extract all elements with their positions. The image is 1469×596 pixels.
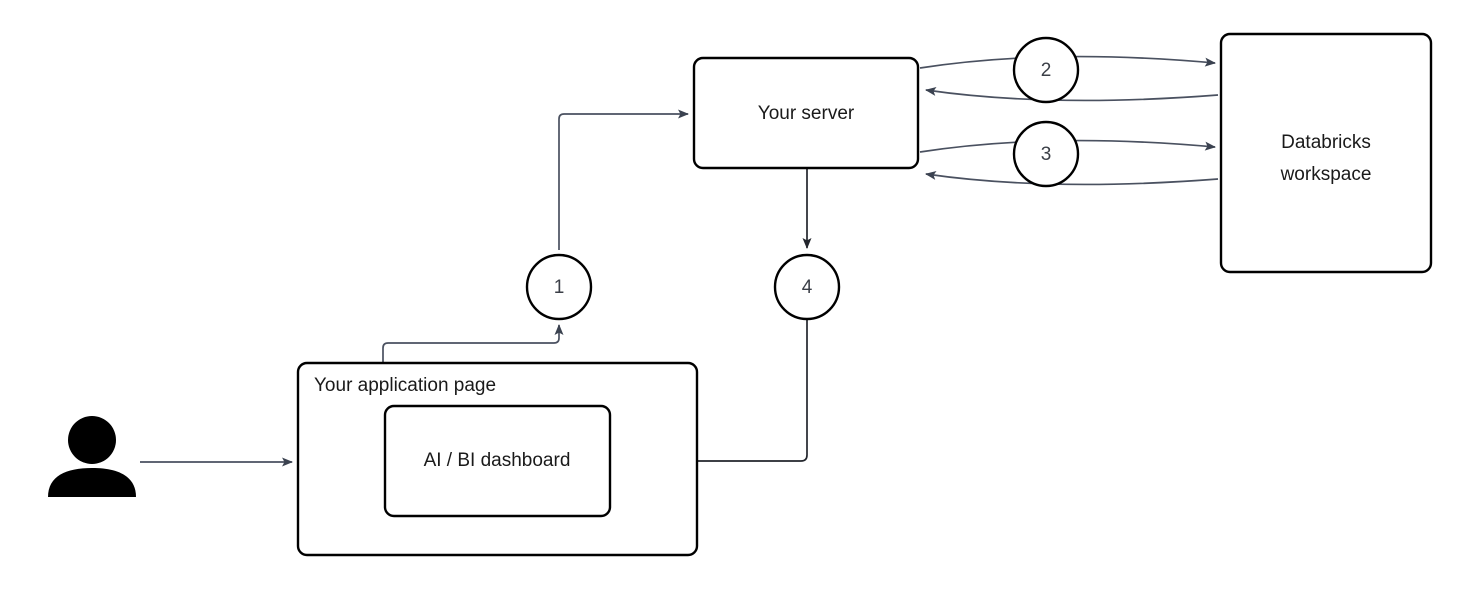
step-1-marker[interactable]: 1 bbox=[525, 253, 593, 321]
your-server-label: Your server bbox=[758, 103, 855, 124]
databricks-workspace-box[interactable] bbox=[1219, 32, 1433, 274]
step-2-marker[interactable]: 2 bbox=[1012, 36, 1080, 104]
step-1-circle[interactable] bbox=[525, 253, 593, 321]
databricks-workspace-label-line1: Databricks bbox=[1281, 132, 1371, 153]
user-actor-icon bbox=[48, 416, 136, 497]
ai-bi-dashboard-box[interactable] bbox=[383, 404, 612, 518]
ai-bi-dashboard-label: AI / BI dashboard bbox=[424, 450, 571, 471]
databricks-workspace-node[interactable]: Databricks workspace bbox=[1219, 32, 1433, 274]
step-2-circle[interactable] bbox=[1012, 36, 1080, 104]
step-4-circle[interactable] bbox=[773, 253, 841, 321]
step-1-number: 1 bbox=[554, 277, 565, 298]
connection-step-1-to-server bbox=[558, 109, 689, 250]
your-server-node[interactable]: Your server bbox=[692, 56, 920, 170]
connection-app-page-to-step-1 bbox=[382, 324, 564, 363]
step-4-number: 4 bbox=[802, 277, 813, 298]
connection-step-3-workspace-to-server bbox=[925, 170, 1219, 186]
step-3-number: 3 bbox=[1041, 144, 1052, 165]
your-server-box[interactable] bbox=[692, 56, 920, 170]
step-3-marker[interactable]: 3 bbox=[1012, 120, 1080, 188]
ai-bi-dashboard-node[interactable]: AI / BI dashboard bbox=[383, 404, 612, 518]
your-application-page-label: Your application page bbox=[314, 375, 496, 396]
step-2-number: 2 bbox=[1041, 60, 1052, 81]
step-4-marker[interactable]: 4 bbox=[773, 253, 841, 321]
connection-step-4-to-dashboard bbox=[617, 320, 808, 466]
connection-step-2-workspace-to-server bbox=[925, 86, 1219, 102]
step-3-circle[interactable] bbox=[1012, 120, 1080, 188]
databricks-workspace-label-line2: workspace bbox=[1280, 164, 1372, 185]
